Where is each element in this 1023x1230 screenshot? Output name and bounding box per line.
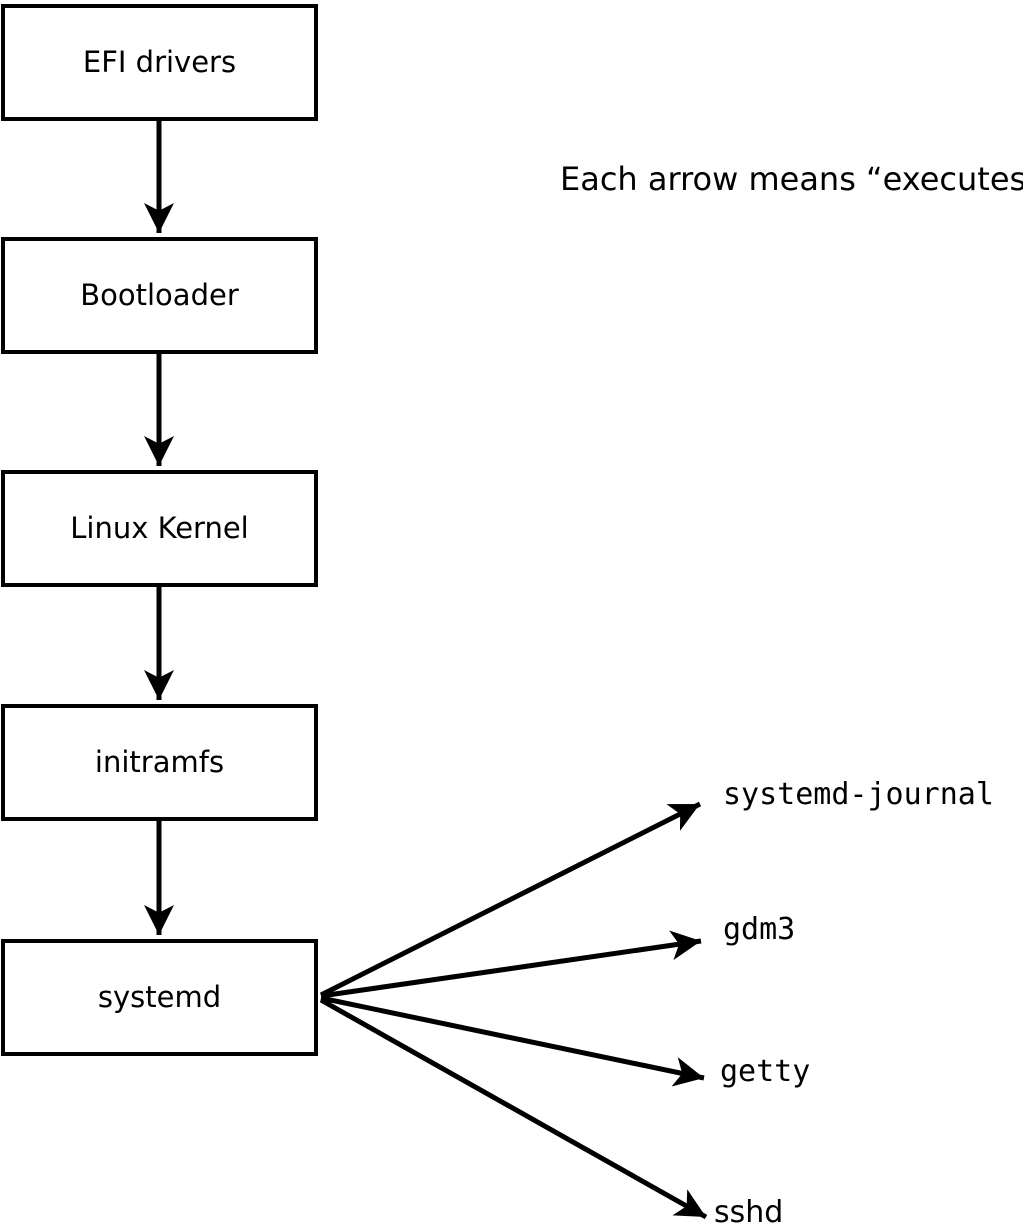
arrow-systemd-to-getty [320, 995, 705, 1087]
box-initramfs: initramfs [1, 704, 318, 821]
label-sshd: sshd [714, 1195, 784, 1230]
label-getty: getty [720, 1054, 811, 1089]
box-bootloader-label: Bootloader [80, 278, 239, 312]
box-efi-drivers-label: EFI drivers [82, 45, 237, 79]
box-linux-kernel-label: Linux Kernel [70, 511, 249, 545]
arrow-systemd-to-gdm3 [320, 930, 702, 999]
label-systemd-journal: systemd-journal [723, 777, 994, 812]
arrow-systemd-to-journal [319, 801, 702, 998]
label-gdm3: gdm3 [723, 912, 796, 947]
box-linux-kernel: Linux Kernel [1, 470, 318, 587]
box-systemd: systemd [1, 939, 318, 1056]
box-efi-drivers: EFI drivers [1, 4, 318, 121]
box-bootloader: Bootloader [1, 237, 318, 354]
box-initramfs-label: initramfs [94, 745, 225, 779]
arrow-systemd-to-sshd [319, 997, 708, 1220]
caption-arrow-meaning: Each arrow means “executes”. [560, 160, 1023, 198]
box-systemd-label: systemd [97, 980, 222, 1014]
